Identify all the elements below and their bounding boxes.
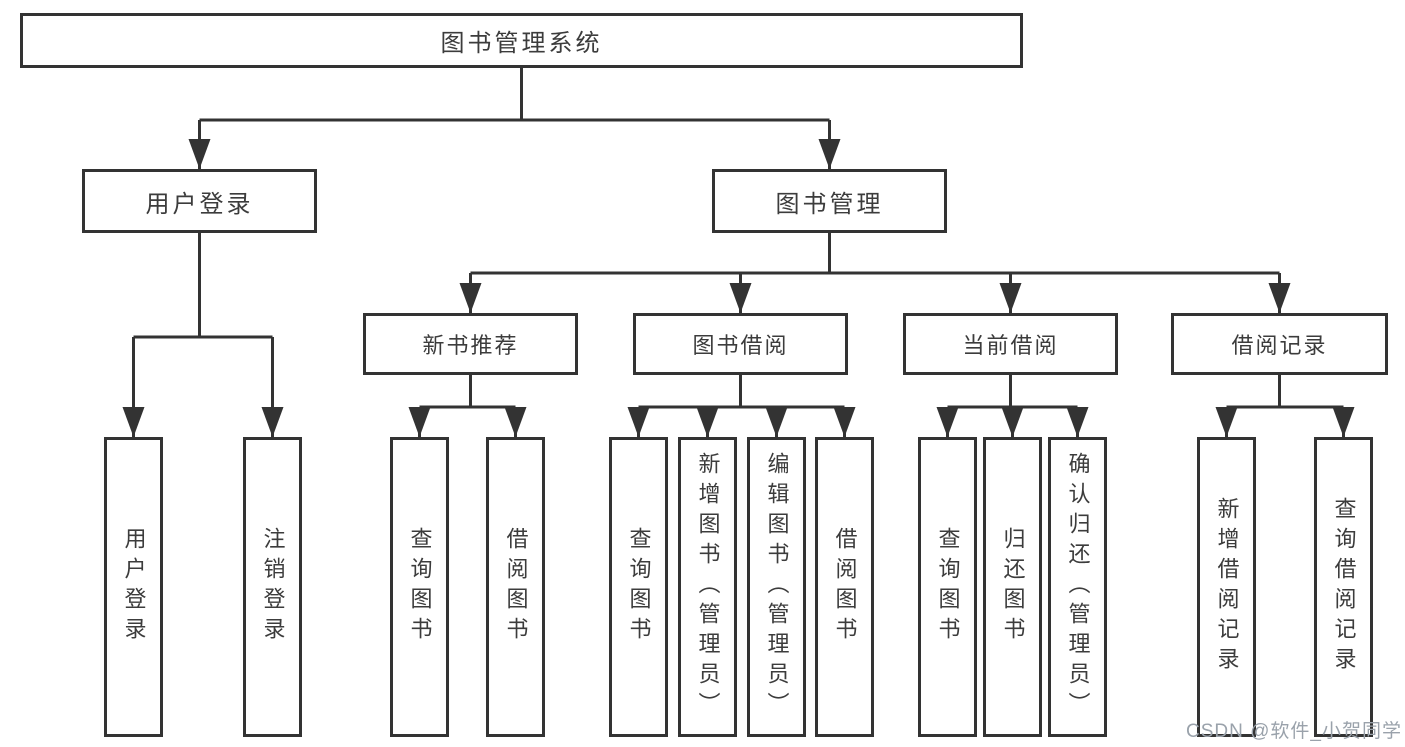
node-book-borrowing: 图书借阅	[633, 313, 848, 375]
leaf-edit-books-admin: 编辑图书（管理员）	[747, 437, 806, 737]
leaf-add-books-admin-label: 新增图书（管理员）	[695, 452, 721, 722]
node-borrowing-records: 借阅记录	[1171, 313, 1388, 375]
node-borrowing-records-label: 借阅记录	[1231, 333, 1328, 358]
node-current-borrowing: 当前借阅	[903, 313, 1118, 375]
leaf-add-borrow-record: 新增借阅记录	[1197, 437, 1256, 737]
connector-root-to-level2	[198, 68, 831, 169]
node-book-management-label: 图书管理	[775, 190, 884, 218]
connector-borrowrecords-children	[1225, 375, 1345, 437]
leaf-query-books-recommend-label: 查询图书	[407, 527, 433, 647]
leaf-return-books-label: 归还图书	[1000, 527, 1026, 647]
node-new-book-recommend: 新书推荐	[363, 313, 578, 375]
leaf-user-login-label: 用户登录	[121, 527, 147, 647]
node-book-borrowing-label: 图书借阅	[692, 333, 789, 358]
leaf-confirm-return-admin: 确认归还（管理员）	[1048, 437, 1107, 737]
leaf-edit-books-admin-label: 编辑图书（管理员）	[764, 452, 790, 722]
node-root-label: 图书管理系统	[440, 30, 603, 57]
node-root-system: 图书管理系统	[20, 13, 1023, 68]
arrowheads	[122, 139, 1355, 437]
leaf-query-books-borrowing-label: 查询图书	[626, 527, 652, 647]
leaf-borrow-books-label: 借阅图书	[832, 527, 858, 647]
connector-newbook-children	[418, 375, 517, 437]
node-book-management: 图书管理	[712, 169, 947, 233]
connector-userlogin-children	[132, 233, 274, 437]
leaf-query-books-borrowing: 查询图书	[609, 437, 668, 737]
leaf-logout: 注销登录	[243, 437, 302, 737]
leaf-confirm-return-admin-label: 确认归还（管理员）	[1065, 452, 1091, 722]
leaf-query-borrow-record: 查询借阅记录	[1314, 437, 1373, 737]
leaf-query-books-current: 查询图书	[918, 437, 977, 737]
connector-bookmgmt-to-level3	[469, 233, 1281, 313]
leaf-query-borrow-record-label: 查询借阅记录	[1331, 497, 1357, 677]
connector-bookborrow-children	[637, 375, 846, 437]
leaf-borrow-books: 借阅图书	[815, 437, 874, 737]
leaf-add-books-admin: 新增图书（管理员）	[678, 437, 737, 737]
leaf-logout-label: 注销登录	[260, 527, 286, 647]
leaf-user-login: 用户登录	[104, 437, 163, 737]
leaf-return-books: 归还图书	[983, 437, 1042, 737]
node-current-borrowing-label: 当前借阅	[962, 333, 1059, 358]
leaf-query-books-current-label: 查询图书	[935, 527, 961, 647]
node-user-login-label: 用户登录	[145, 190, 254, 218]
leaf-borrow-books-recommend: 借阅图书	[486, 437, 545, 737]
leaf-add-borrow-record-label: 新增借阅记录	[1214, 497, 1240, 677]
csdn-watermark: CSDN @软件_小贺同学	[1186, 721, 1402, 742]
leaf-query-books-recommend: 查询图书	[390, 437, 449, 737]
leaf-borrow-books-recommend-label: 借阅图书	[503, 527, 529, 647]
node-new-book-recommend-label: 新书推荐	[422, 333, 519, 358]
node-user-login: 用户登录	[82, 169, 317, 233]
